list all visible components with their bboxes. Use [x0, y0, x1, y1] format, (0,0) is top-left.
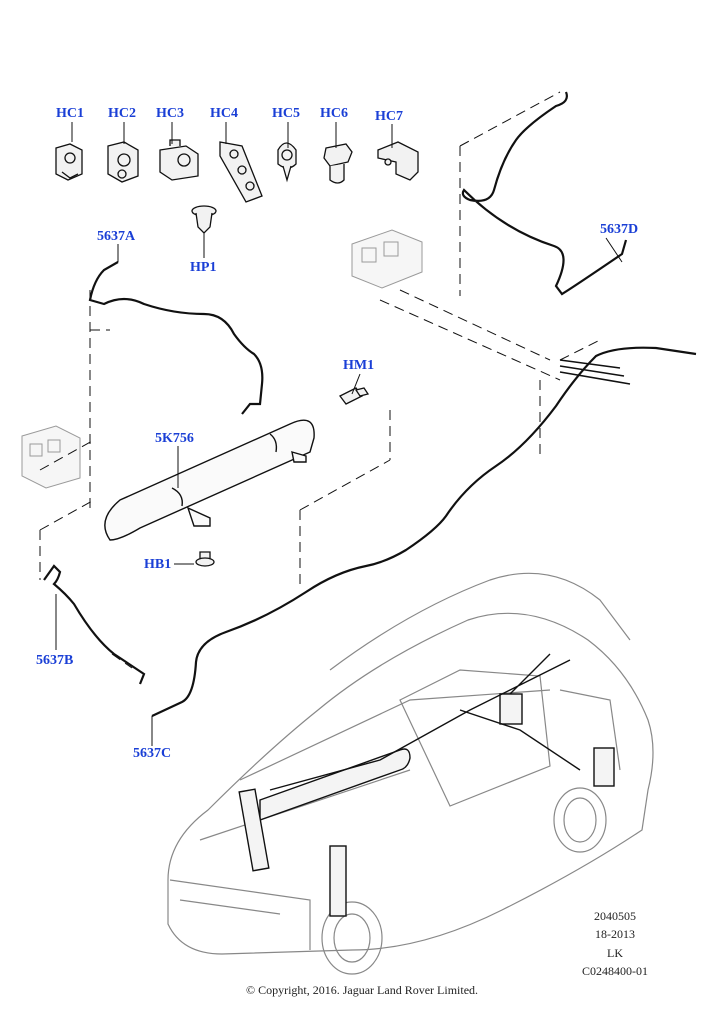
vehicle-outline: [167, 572, 654, 975]
label-leaders: [55, 122, 623, 746]
callout-5637b: 5637B: [36, 653, 74, 668]
ref-line-1: 2040505: [594, 909, 636, 923]
callout-hc7: HC7: [375, 109, 403, 124]
pipe-5637b: [43, 564, 146, 685]
ref-line-3: LK: [607, 946, 623, 960]
ref-line-2: 18-2013: [595, 927, 635, 941]
valve-block-ghost-left: [21, 425, 81, 489]
callout-hm1: HM1: [343, 358, 375, 373]
clip-hc5-icon: [277, 142, 297, 183]
bolt-hb1-icon: [195, 551, 215, 567]
callout-hb1: HB1: [144, 557, 172, 572]
clip-hc2-icon: [107, 141, 139, 183]
vehicle-air-system: [238, 653, 615, 917]
callout-5637d: 5637D: [600, 222, 639, 237]
pipe-5637c: [151, 346, 697, 717]
callout-hc2: HC2: [108, 106, 136, 121]
callout-5637a: 5637A: [97, 229, 136, 244]
dashed-leaders: [39, 91, 601, 669]
reservoir-5k756: [104, 419, 315, 541]
valve-block-ghost: [351, 229, 423, 289]
callout-hp1: HP1: [190, 260, 217, 275]
callout-hc5: HC5: [272, 106, 300, 121]
clip-hc3-icon: [159, 139, 199, 181]
plug-hp1-icon: [191, 205, 217, 234]
callout-hc4: HC4: [210, 106, 238, 121]
callout-hc1: HC1: [56, 106, 84, 121]
clip-hc7-icon: [377, 141, 419, 181]
copyright-notice: © Copyright, 2016. Jaguar Land Rover Lim…: [245, 983, 479, 997]
ref-line-4: C0248400-01: [582, 964, 648, 978]
pipe-bundle: [559, 359, 631, 385]
callout-hc6: HC6: [320, 106, 348, 121]
clip-hc1-icon: [55, 143, 83, 181]
callout-5k756: 5K756: [155, 431, 194, 446]
callout-hc3: HC3: [156, 106, 184, 121]
callout-5637c: 5637C: [133, 746, 172, 761]
clip-hc4-icon: [219, 141, 263, 203]
pipe-5637d: [461, 91, 628, 296]
clip-hc6-icon: [323, 143, 353, 184]
pipe-5637a: [88, 261, 264, 415]
sensor-hm1-icon: [339, 387, 370, 405]
